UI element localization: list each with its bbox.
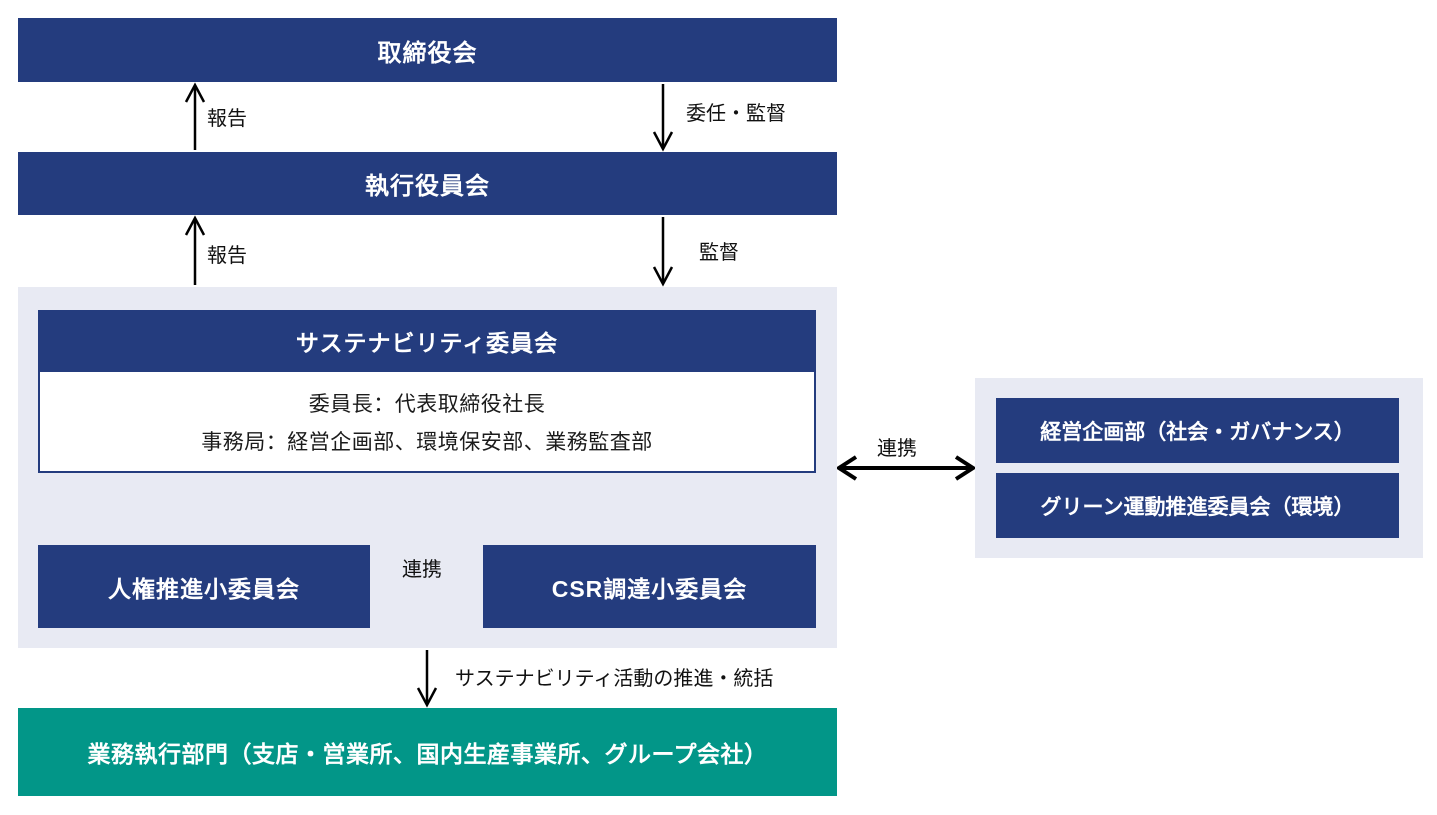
corporate-planning-dept-box: 経営企画部（社会・ガバナンス） [996, 398, 1399, 463]
sustainability-committee-detail-box: 委員長：代表取締役社長 事務局：経営企画部、環境保安部、業務監査部 [38, 372, 816, 473]
human-rights-subcommittee-label: 人権推進小委員会 [108, 575, 300, 602]
corporate-planning-dept-label: 経営企画部（社会・ガバナンス） [1040, 420, 1355, 444]
csr-procurement-subcommittee-label: CSR調達小委員会 [551, 575, 748, 602]
supervision-label: 監督 [699, 242, 739, 264]
sustainability-committee-header: サステナビリティ委員会 [38, 310, 816, 372]
collaboration-label-subcommittees: 連携 [402, 559, 442, 581]
promotion-down-arrow-icon [416, 650, 438, 708]
business-execution-box: 業務執行部門（支店・営業所、国内生産事業所、グループ会社） [18, 708, 837, 796]
committee-chair-line: 委員長：代表取締役社長 [308, 392, 546, 416]
green-movement-committee-box: グリーン運動推進委員会（環境） [996, 473, 1399, 538]
collaboration-double-arrow-icon-2 [835, 455, 977, 481]
report-up-arrow-icon-1 [184, 82, 206, 150]
delegation-supervision-label: 委任・監督 [686, 103, 786, 125]
sustainability-committee-label: サステナビリティ委員会 [295, 330, 559, 356]
collaboration-label-right: 連携 [877, 438, 917, 460]
supervision-down-arrow-icon [652, 217, 674, 287]
csr-procurement-subcommittee-box: CSR調達小委員会 [483, 545, 816, 628]
human-rights-subcommittee-box: 人権推進小委員会 [38, 545, 370, 628]
business-execution-label: 業務執行部門（支店・営業所、国内生産事業所、グループ会社） [87, 741, 768, 767]
green-movement-committee-label: グリーン運動推進委員会（環境） [1040, 495, 1355, 519]
board-of-directors-box: 取締役会 [18, 18, 837, 82]
promotion-oversight-label: サステナビリティ活動の推進・統括 [455, 668, 774, 690]
delegation-down-arrow-icon [652, 84, 674, 152]
executive-officers-label: 執行役員会 [365, 173, 490, 200]
committee-secretariat-line: 事務局：経営企画部、環境保安部、業務監査部 [201, 430, 653, 454]
report-label-top: 報告 [207, 108, 247, 130]
board-of-directors-label: 取締役会 [377, 39, 478, 67]
report-up-arrow-icon-2 [184, 215, 206, 285]
report-label-middle: 報告 [207, 245, 247, 267]
executive-officers-box: 執行役員会 [18, 152, 837, 215]
